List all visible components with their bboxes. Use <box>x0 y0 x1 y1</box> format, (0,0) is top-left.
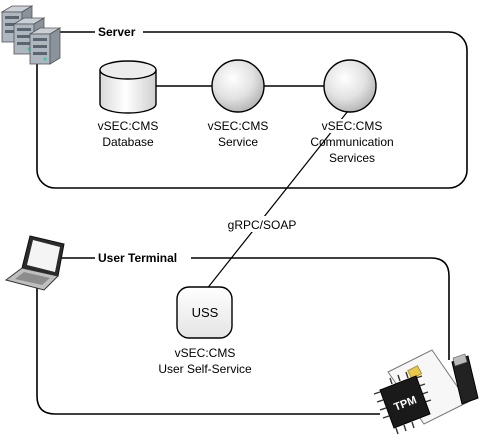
service-node <box>211 59 265 113</box>
comm-label-line2: Communication <box>310 135 393 149</box>
database-label-line1: vSEC:CMS <box>98 119 159 133</box>
uss-node <box>176 286 233 339</box>
uss-label-line1: vSEC:CMS <box>175 346 236 360</box>
comm-label-line3: Services <box>329 151 375 165</box>
server-title: Server <box>98 25 136 39</box>
user-terminal-title: User Terminal <box>98 251 177 265</box>
service-label-line1: vSEC:CMS <box>208 119 269 133</box>
server-rack-icon <box>0 5 62 65</box>
comm-label-line1: vSEC:CMS <box>322 119 383 133</box>
connection-label: gRPC/SOAP <box>228 218 297 232</box>
database-label-line2: Database <box>102 135 154 149</box>
database-node <box>99 60 157 114</box>
service-label-line2: Service <box>218 135 258 149</box>
grpc-soap-connector <box>205 110 349 291</box>
uss-box-label: USS <box>192 305 219 320</box>
usb-token-icon <box>451 353 479 405</box>
uss-label-line2: User Self-Service <box>158 362 252 376</box>
server-boundary <box>36 31 468 189</box>
tpm-chip-icon: TPM <box>373 371 432 435</box>
communication-services-node <box>323 59 377 113</box>
laptop-icon <box>4 235 65 291</box>
